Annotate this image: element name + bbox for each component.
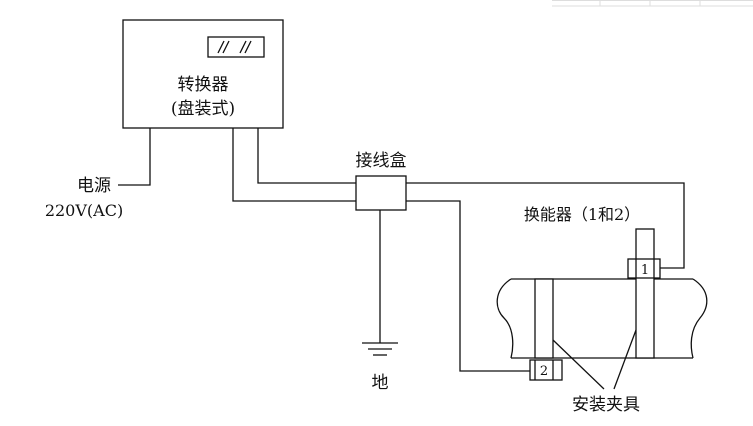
transducer-2-body: [529, 359, 563, 381]
power-spec: 220V(AC): [45, 201, 123, 220]
power-label: 电源: [77, 176, 111, 196]
pipe-right-break: [690, 278, 708, 359]
corner-grid: [552, 0, 753, 7]
cable-upper: [257, 128, 356, 184]
cable-lower: [232, 128, 356, 202]
converter-display: [207, 36, 265, 58]
transducer-1: 1: [627, 258, 661, 279]
transducer-1-id: 1: [641, 263, 649, 278]
clamp-leader-left: [552, 339, 605, 390]
clamp-callout: 安装夹具: [552, 329, 640, 415]
clamp-left: [534, 278, 554, 359]
power-cable: [118, 128, 151, 186]
pipe: [496, 278, 708, 359]
transducer-2: 2: [529, 359, 563, 381]
transducer-label: 换能器（1和2）: [524, 205, 640, 224]
transducer-cables: [406, 182, 685, 372]
ground-label: 地: [372, 373, 389, 393]
converter-unit: 转换器 (盘装式): [122, 19, 284, 129]
junction-box: 接线盒: [355, 151, 407, 211]
cable-to-transducer-1: [406, 182, 685, 269]
converter-cables: [232, 128, 356, 202]
junction-box-label: 接线盒: [356, 151, 407, 171]
converter-mount-type: (盘装式): [171, 99, 235, 119]
power-supply: 电源 220V(AC): [45, 128, 151, 220]
clamp-right: [635, 228, 655, 359]
ground-symbol: [362, 342, 398, 356]
junction-box-body: [355, 175, 407, 211]
cable-to-transducer-2: [406, 200, 530, 372]
clamp-leader-right: [613, 329, 637, 390]
transducer-2-id: 2: [540, 364, 548, 379]
clamp-label: 安装夹具: [572, 395, 640, 415]
mounting-clamps: [534, 228, 655, 359]
display-marks: [217, 40, 252, 54]
ground: 地: [362, 210, 398, 393]
pipe-left-break: [496, 278, 514, 359]
converter-name: 转换器: [178, 75, 229, 95]
